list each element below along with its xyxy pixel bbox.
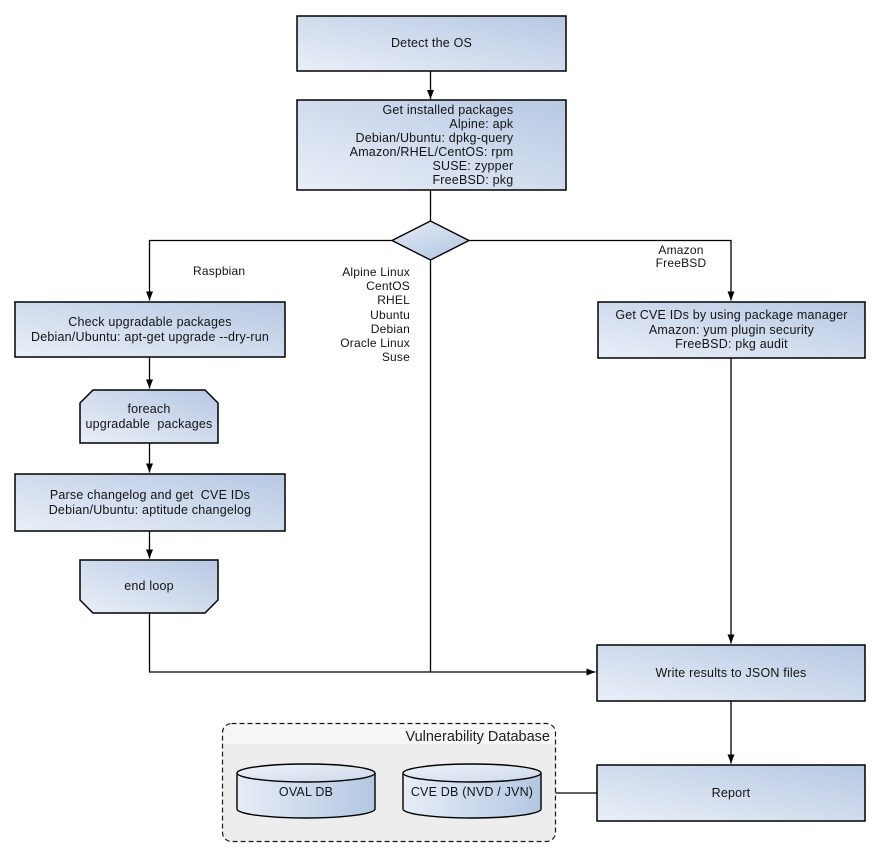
node-write-results-json-shape bbox=[596, 644, 866, 702]
node-parse-changelog-shape bbox=[14, 473, 286, 532]
node-get-cve-ids-shape bbox=[597, 301, 866, 359]
branch-label-amazon-freebsd: Amazon FreeBSD bbox=[655, 243, 707, 270]
node-foreach-loop-end-label: end loop bbox=[124, 579, 174, 594]
edge-decision-to-check-upgradable bbox=[146, 239, 392, 301]
node-foreach-loop-end-shape bbox=[79, 559, 219, 614]
node-get-cve-ids-label: Get CVE IDs by using package manager Ama… bbox=[615, 308, 848, 352]
node-detect-os-shape bbox=[296, 15, 567, 72]
cve-db-cylinder-body bbox=[402, 773, 542, 819]
node-foreach-loop-start-label: foreach upgradable packages bbox=[85, 402, 213, 431]
cve-db-cylinder bbox=[402, 763, 542, 819]
decision-os-diamond bbox=[390, 220, 471, 261]
cve-db-label: CVE DB (NVD / JVN) bbox=[410, 784, 534, 799]
node-get-installed-packages-shape bbox=[296, 99, 567, 191]
edge-endloop-to-write-json bbox=[148, 613, 596, 676]
cve-db-cylinder-top bbox=[402, 763, 542, 783]
node-check-upgradable-label: Check upgradable packages Debian/Ubuntu:… bbox=[31, 314, 269, 344]
node-foreach-loop-start-shape bbox=[79, 389, 219, 444]
node-report-label: Report bbox=[711, 785, 751, 800]
edge-decision-to-get-cve bbox=[469, 239, 735, 301]
node-check-upgradable-shape bbox=[14, 301, 286, 358]
node-parse-changelog-label: Parse changelog and get CVE IDs Debian/U… bbox=[48, 487, 252, 517]
oval-db-cylinder-body bbox=[236, 773, 376, 819]
branch-label-raspbian: Raspbian bbox=[193, 264, 246, 278]
node-get-installed-packages-text: Get installed packages Alpine: apk Debia… bbox=[349, 103, 514, 187]
node-report-shape bbox=[596, 764, 866, 822]
node-detect-os-label: Detect the OS bbox=[390, 36, 473, 51]
vulnerability-database-title: Vulnerability Database bbox=[405, 729, 550, 745]
db-container-border bbox=[221, 722, 557, 843]
oval-db-cylinder bbox=[236, 763, 376, 819]
node-get-installed-packages-label: Get installed packages Alpine: apk Debia… bbox=[297, 100, 566, 190]
oval-db-label: OVAL DB bbox=[278, 784, 334, 799]
branch-label-direct-oses: Alpine Linux CentOS RHEL Ubuntu Debian O… bbox=[340, 265, 410, 365]
node-write-results-json-label: Write results to JSON files bbox=[655, 665, 807, 680]
oval-db-cylinder-top bbox=[236, 763, 376, 783]
